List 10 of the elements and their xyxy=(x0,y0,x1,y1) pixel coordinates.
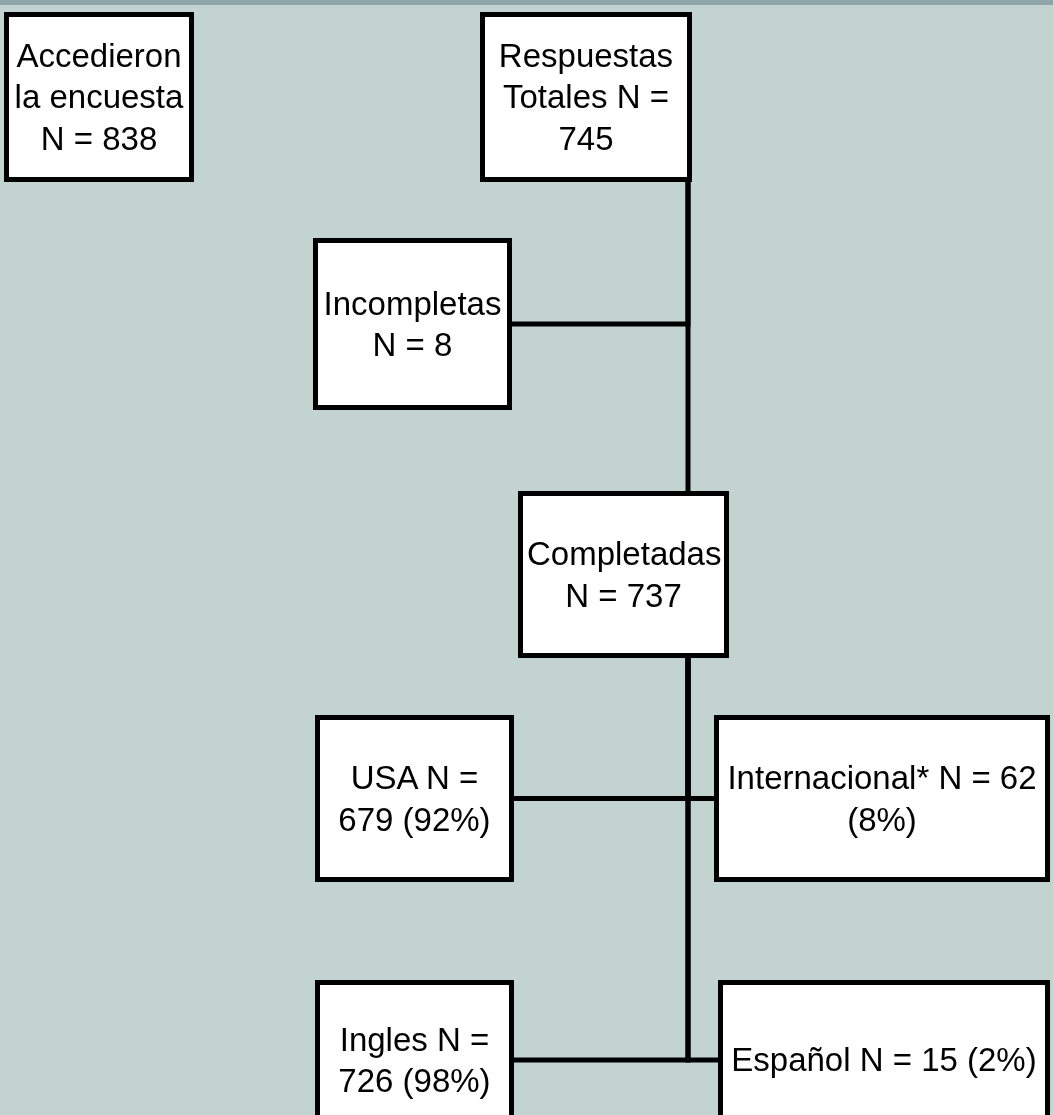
process-box: Ingles N = 726 (98%) xyxy=(315,980,514,1115)
process-box: Accedieron la encuesta N = 838 xyxy=(4,12,194,182)
connector-line xyxy=(685,182,691,491)
process-box: Español N = 15 (2%) xyxy=(718,980,1050,1115)
process-box: Internacional* N = 62 (8%) xyxy=(714,715,1050,882)
process-box: Completadas N = 737 xyxy=(518,491,729,658)
process-box: Respuestas Totales N = 745 xyxy=(480,12,692,182)
process-box: Incompletas N = 8 xyxy=(313,238,512,410)
connector-line xyxy=(685,658,718,1063)
process-box: USA N = 679 (92%) xyxy=(315,715,514,882)
